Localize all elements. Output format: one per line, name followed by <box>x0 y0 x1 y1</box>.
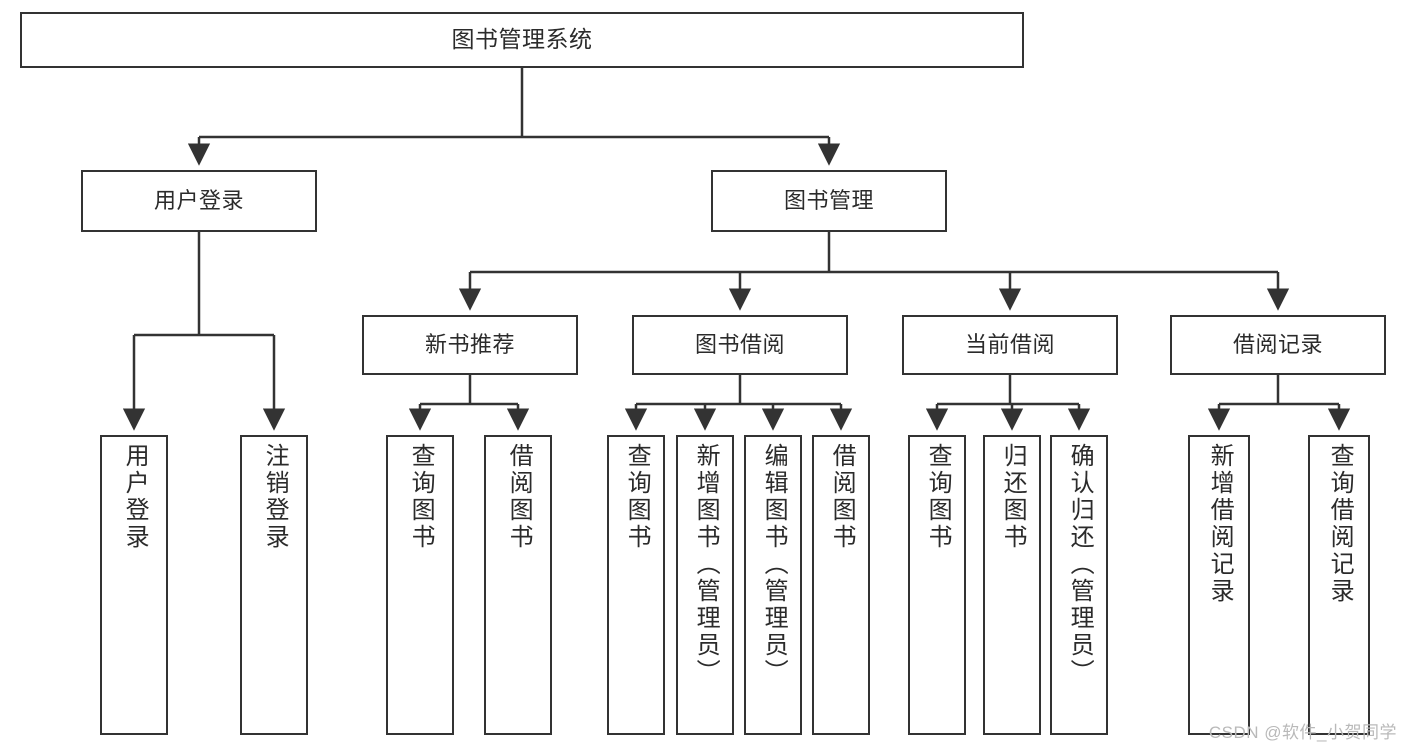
node-leaf-query-book-3-label: 查询图书 <box>924 443 952 551</box>
node-leaf-add-book-label: 新增图书（管理员） <box>692 443 720 686</box>
node-leaf-borrow-book-2-label: 借阅图书 <box>828 443 856 551</box>
node-user-login[interactable]: 用户登录 <box>81 170 317 232</box>
node-leaf-user-login-label: 用户登录 <box>121 443 149 551</box>
node-book-manage[interactable]: 图书管理 <box>711 170 947 232</box>
node-leaf-return-book[interactable]: 归还图书 <box>983 435 1041 735</box>
node-leaf-add-book[interactable]: 新增图书（管理员） <box>676 435 734 735</box>
node-leaf-user-logout[interactable]: 注销登录 <box>240 435 308 735</box>
node-root[interactable]: 图书管理系统 <box>20 12 1024 68</box>
node-root-label: 图书管理系统 <box>451 26 593 53</box>
node-new-book-rec[interactable]: 新书推荐 <box>362 315 578 375</box>
node-user-login-label: 用户登录 <box>153 188 244 214</box>
node-leaf-query-book-2[interactable]: 查询图书 <box>607 435 665 735</box>
node-leaf-user-logout-label: 注销登录 <box>261 443 289 551</box>
watermark-text: CSDN @软件_小贺同学 <box>1208 723 1397 742</box>
node-leaf-borrow-book-1[interactable]: 借阅图书 <box>484 435 552 735</box>
node-leaf-confirm-return-label: 确认归还（管理员） <box>1066 443 1094 686</box>
node-book-manage-label: 图书管理 <box>783 188 874 214</box>
node-leaf-query-record-label: 查询借阅记录 <box>1326 443 1354 605</box>
node-book-borrow-label: 图书借阅 <box>694 332 785 358</box>
node-leaf-return-book-label: 归还图书 <box>999 443 1027 551</box>
node-borrow-record[interactable]: 借阅记录 <box>1170 315 1386 375</box>
node-leaf-query-book-3[interactable]: 查询图书 <box>908 435 966 735</box>
node-leaf-borrow-book-2[interactable]: 借阅图书 <box>812 435 870 735</box>
node-leaf-edit-book-label: 编辑图书（管理员） <box>760 443 788 686</box>
node-leaf-add-record-label: 新增借阅记录 <box>1206 443 1234 605</box>
node-current-borrow-label: 当前借阅 <box>964 332 1055 358</box>
node-leaf-user-login[interactable]: 用户登录 <box>100 435 168 735</box>
node-leaf-query-book-2-label: 查询图书 <box>623 443 651 551</box>
node-leaf-query-book-1-label: 查询图书 <box>407 443 435 551</box>
node-leaf-edit-book[interactable]: 编辑图书（管理员） <box>744 435 802 735</box>
node-borrow-record-label: 借阅记录 <box>1232 332 1323 358</box>
node-leaf-add-record[interactable]: 新增借阅记录 <box>1188 435 1250 735</box>
node-leaf-borrow-book-1-label: 借阅图书 <box>505 443 533 551</box>
node-new-book-rec-label: 新书推荐 <box>424 332 515 358</box>
node-leaf-query-record[interactable]: 查询借阅记录 <box>1308 435 1370 735</box>
node-leaf-confirm-return[interactable]: 确认归还（管理员） <box>1050 435 1108 735</box>
node-book-borrow[interactable]: 图书借阅 <box>632 315 848 375</box>
node-current-borrow[interactable]: 当前借阅 <box>902 315 1118 375</box>
node-leaf-query-book-1[interactable]: 查询图书 <box>386 435 454 735</box>
